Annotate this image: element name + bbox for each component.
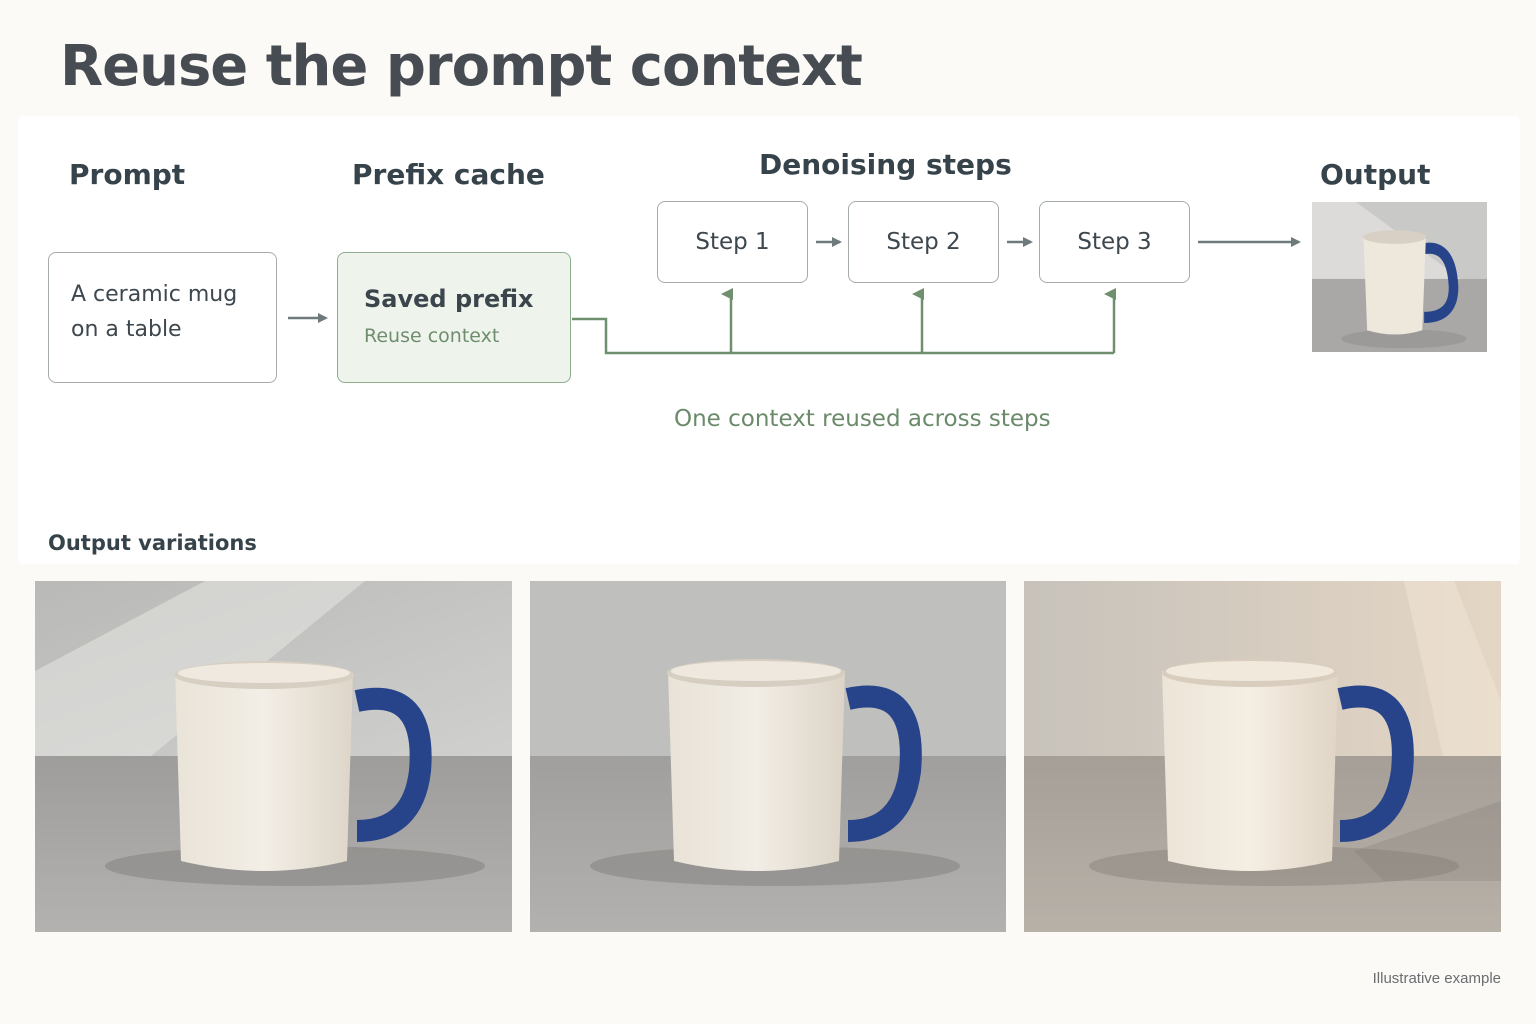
step-label: Step 3 xyxy=(1077,229,1152,255)
step-label: Step 1 xyxy=(695,229,770,255)
variation-image-2 xyxy=(530,581,1006,932)
prompt-box: A ceramic mug on a table xyxy=(48,252,277,383)
variations-heading: Output variations xyxy=(48,531,257,555)
step-label: Step 2 xyxy=(886,229,961,255)
step-box-3: Step 3 xyxy=(1039,201,1190,283)
mug-photo-icon xyxy=(530,581,1006,932)
saved-prefix-box: Saved prefix Reuse context xyxy=(337,252,571,383)
step-box-1: Step 1 xyxy=(657,201,808,283)
page-title: Reuse the prompt context xyxy=(60,34,863,99)
prompt-line-1: A ceramic mug xyxy=(71,282,238,307)
prefix-cache-heading: Prefix cache xyxy=(352,158,545,191)
illustrative-footnote: Illustrative example xyxy=(1372,970,1501,987)
prompt-line-2: on a table xyxy=(71,317,182,342)
variation-image-1 xyxy=(35,581,512,932)
output-image xyxy=(1312,202,1487,352)
mug-photo-icon xyxy=(1312,202,1487,352)
saved-prefix-subtitle: Reuse context xyxy=(364,325,500,347)
variation-image-3 xyxy=(1024,581,1501,932)
saved-prefix-title: Saved prefix xyxy=(364,285,534,313)
denoising-steps-heading: Denoising steps xyxy=(759,148,1012,181)
reuse-caption: One context reused across steps xyxy=(674,406,1051,432)
mug-photo-icon xyxy=(1024,581,1501,932)
output-heading: Output xyxy=(1320,158,1431,191)
prompt-text: A ceramic mug on a table xyxy=(71,277,237,347)
mug-photo-icon xyxy=(35,581,512,932)
step-box-2: Step 2 xyxy=(848,201,999,283)
prompt-heading: Prompt xyxy=(69,158,186,191)
